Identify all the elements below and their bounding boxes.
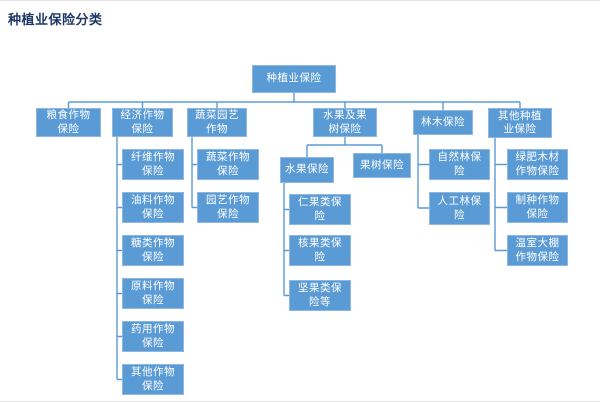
- node-economic-crop: 经济作物保险: [112, 108, 173, 137]
- connector-vegetable: [191, 137, 197, 209]
- node-fiber-crop: 纤维作物保险: [122, 149, 184, 180]
- diagram-title: 种植业保险分类: [8, 12, 103, 27]
- node-fruit-tree: 果树保险: [353, 153, 411, 178]
- connector-forest: [417, 135, 429, 209]
- node-planting-insurance-root: 种植业保险: [252, 65, 336, 93]
- node-raw-material-crop: 原料作物保险: [122, 278, 184, 309]
- node-oil-crop: 油料作物保险: [122, 192, 184, 223]
- node-other-planting: 其他种植业保险: [488, 108, 552, 138]
- node-natural-forest: 自然林保险: [429, 149, 490, 180]
- node-green-manure-timber: 绿肥木材作物保险: [507, 149, 568, 180]
- connector-root: [67, 93, 521, 110]
- node-pome-fruit: 仁果类保险: [289, 194, 351, 225]
- node-nut-fruit: 坚果类保险等: [289, 280, 351, 311]
- node-greenhouse-crop: 温室大棚作物保险: [507, 235, 568, 266]
- node-forest: 林木保险: [413, 110, 473, 135]
- node-other-crop: 其他作物保险: [122, 364, 184, 395]
- connector-other: [494, 138, 507, 252]
- connector-economic: [116, 137, 122, 381]
- node-vegetable-crop: 蔬菜作物保险: [197, 149, 259, 180]
- node-stone-fruit: 核果类保险: [289, 235, 351, 266]
- node-grain-crop: 粮食作物保险: [36, 108, 101, 137]
- node-vegetable-horticulture: 蔬菜园艺作物: [187, 108, 247, 137]
- node-medicinal-crop: 药用作物保险: [122, 321, 184, 352]
- node-artificial-forest: 人工林保险: [429, 192, 490, 225]
- node-fruit-and-tree: 水果及果树保险: [313, 108, 377, 137]
- node-fruit: 水果保险: [280, 157, 334, 183]
- node-seed-production: 制种作物保险: [507, 192, 568, 223]
- node-sugar-crop: 糖类作物保险: [122, 235, 184, 266]
- node-horticulture-crop: 园艺作物保险: [197, 192, 259, 223]
- connector-fruit-sub: [283, 183, 289, 297]
- connector-fruit-split: [306, 137, 383, 157]
